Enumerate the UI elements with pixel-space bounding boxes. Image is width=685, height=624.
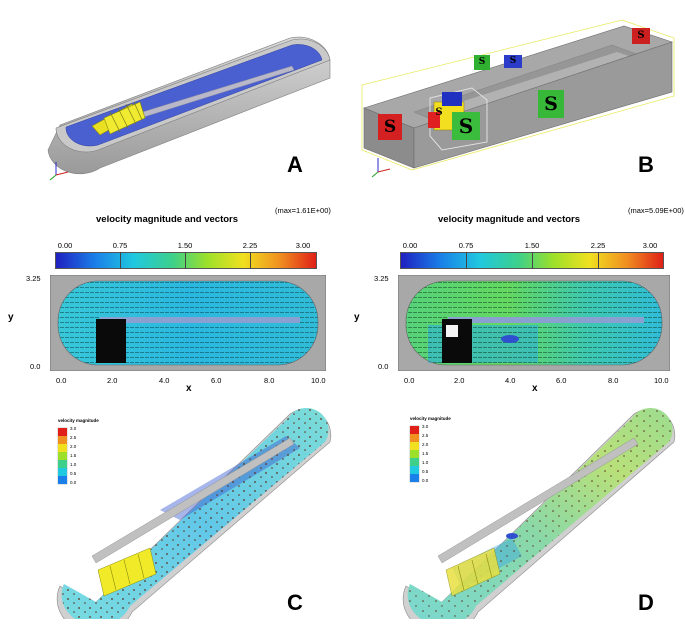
x-tick: 8.0 (608, 376, 619, 385)
x-tick: 4.0 (159, 376, 170, 385)
panel-b: S S S S S S S B (342, 0, 685, 190)
plot-title: velocity magnitude and vectors (96, 214, 239, 225)
y-tick: 0.0 (378, 362, 389, 371)
x-tick: 2.0 (107, 376, 118, 385)
colorbar-tick: 0.00 (402, 241, 418, 250)
axis-triad (371, 158, 391, 178)
center-baffle (437, 437, 639, 564)
x-tick: 0.0 (404, 376, 415, 385)
colorbar-tick: 2.25 (590, 241, 606, 250)
x-tick: 6.0 (211, 376, 222, 385)
surface-velocity-3d (56, 407, 332, 624)
legend-value: 3.0 (422, 424, 429, 429)
x-tick: 0.0 (56, 376, 67, 385)
paddle-wheel (91, 101, 146, 136)
source-label: S (435, 107, 443, 118)
legend-value: 0.5 (70, 471, 77, 476)
colorbar-tick: 2.25 (242, 241, 258, 250)
colorbar-tick: 0.75 (458, 241, 474, 250)
y-tick: 3.25 (374, 274, 389, 283)
panel-label-b: B (638, 152, 654, 177)
colorbar-tick: 3.00 (642, 241, 658, 250)
legend-value: 1.5 (70, 453, 77, 458)
x-tick: 6.0 (556, 376, 567, 385)
legend-value: 1.5 (422, 451, 429, 456)
paddle-wheel (445, 547, 501, 597)
velocity-plot-left: (max=1.61E+00) velocity magnitude and ve… (0, 200, 342, 398)
legend-value: 1.0 (422, 460, 429, 465)
bounding-box (361, 19, 675, 171)
paddle-wheel (97, 547, 157, 597)
panel-d: velocity magnitude 3.0 2.5 2.0 1.5 1.0 0… (342, 398, 685, 624)
y-axis-label: y (8, 312, 14, 323)
legend-value: 2.5 (70, 435, 77, 440)
source-label: S (509, 56, 517, 66)
center-baffle (91, 437, 295, 564)
velocity-field (50, 275, 326, 371)
legend-value: 2.0 (70, 444, 77, 449)
panel-label-d: D (638, 590, 654, 615)
colorbar-tick: 1.50 (177, 241, 193, 250)
x-tick: 4.0 (505, 376, 516, 385)
velocity-field (398, 275, 670, 371)
colorbar-tick: 3.00 (295, 241, 311, 250)
source-label: S (637, 30, 645, 41)
panel-label-a: A (287, 152, 303, 177)
y-tick: 3.25 (26, 274, 41, 283)
legend-value: 2.0 (422, 442, 429, 447)
raceway-domain-3d (361, 19, 675, 178)
source-label: S (478, 57, 486, 67)
legend-title: velocity magnitude (58, 418, 99, 423)
legend-value: 1.0 (70, 462, 77, 467)
max-label: (max=1.61E+00) (275, 206, 331, 215)
selection-cube (429, 87, 488, 151)
colorbar (55, 252, 317, 269)
x-tick: 10.0 (654, 376, 669, 385)
axis-triad (49, 162, 69, 181)
panel-c: velocity magnitude 3.0 2.5 2.0 1.5 1.0 0… (0, 398, 342, 624)
y-tick: 0.0 (30, 362, 41, 371)
panel-a: A (0, 0, 342, 190)
legend-value: 2.5 (422, 433, 429, 438)
surface-velocity-3d (402, 407, 676, 624)
x-axis-label: x (186, 383, 192, 394)
source-label: S (383, 117, 397, 137)
legend-value: 0.0 (70, 480, 77, 485)
legend-value: 0.5 (422, 469, 429, 474)
legend-value: 0.0 (422, 478, 429, 483)
y-axis-label: y (354, 312, 360, 323)
legend-value: 3.0 (70, 426, 77, 431)
raceway-tank-3d (47, 36, 331, 181)
x-tick: 2.0 (454, 376, 465, 385)
velocity-plot-right: (max=5.09E+00) velocity magnitude and ve… (342, 200, 685, 398)
colorbar-tick: 1.50 (524, 241, 540, 250)
x-tick: 8.0 (264, 376, 275, 385)
source-label: S (458, 114, 474, 138)
plot-title: velocity magnitude and vectors (438, 214, 581, 225)
legend-title: velocity magnitude (410, 416, 451, 421)
panel-label-c: C (287, 590, 303, 615)
source-label: S (544, 93, 558, 115)
x-axis-label: x (532, 383, 538, 394)
colorbar-tick: 0.75 (112, 241, 128, 250)
colorbar-tick: 0.00 (57, 241, 73, 250)
x-tick: 10.0 (311, 376, 326, 385)
max-label: (max=5.09E+00) (628, 206, 684, 215)
